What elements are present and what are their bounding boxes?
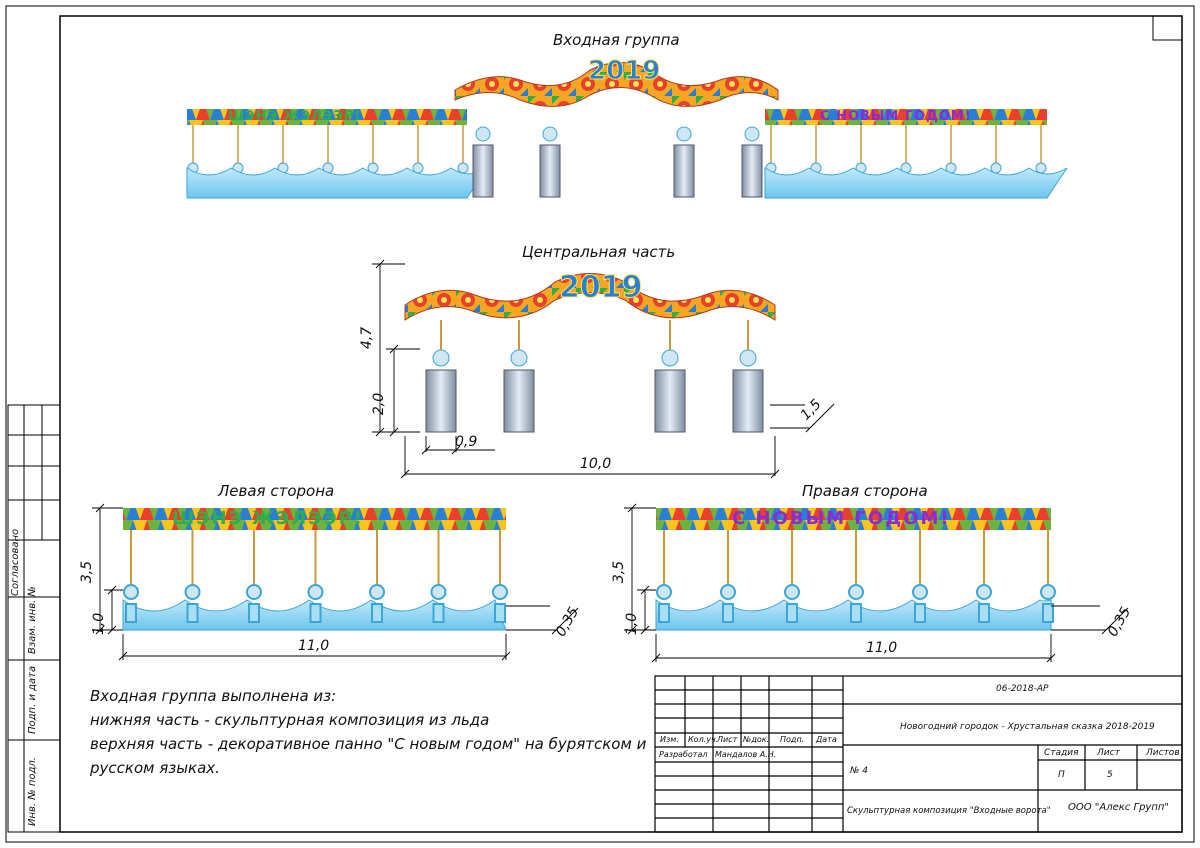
section-title-left: Левая сторона <box>218 482 335 500</box>
dim-column-height: 2,0 <box>371 392 388 416</box>
dim-central-width: 10,0 <box>580 456 612 472</box>
construction-note: Входная группа выполнена из: нижняя част… <box>90 684 646 780</box>
tb-sheet-label: Лист <box>1097 748 1120 758</box>
dim-column-width: 0,9 <box>455 434 478 450</box>
stamp-replaced-inv: Взам. инв. № <box>27 586 38 654</box>
dim-left-base-height: 1,0 <box>91 612 108 636</box>
central-part-drawing <box>372 259 835 479</box>
note-line: Входная группа выполнена из: <box>90 687 337 705</box>
tb-header-podp: Подп. <box>780 735 805 744</box>
tb-header-izm: Изм. <box>660 735 679 744</box>
stamp-sign-date: Подп. и дата <box>27 665 38 734</box>
dim-left-height: 3,5 <box>79 560 96 584</box>
central-year-label: 2019 <box>559 270 643 306</box>
note-line: русском языках. <box>90 759 220 777</box>
right-banner-text: С НОВЫМ ГОДОМ! <box>732 508 951 529</box>
section-title-entrance: Входная группа <box>553 31 680 49</box>
dim-right-base-height: 1,0 <box>624 612 641 636</box>
tb-header-list: Лист <box>717 735 738 744</box>
note-line: верхняя часть - декоративное панно "С но… <box>90 735 647 753</box>
tb-sheet-no: № 4 <box>850 766 868 776</box>
stamp-agreed: Согласовано <box>10 528 21 596</box>
dim-right-width: 11,0 <box>866 640 898 656</box>
tb-drawing-name: Скульптурная композиция "Входные ворота" <box>847 806 1051 816</box>
tb-stage-label: Стадия <box>1044 748 1079 758</box>
tb-header-data: Дата <box>816 735 837 744</box>
left-side-drawing <box>92 503 579 661</box>
stamp-inv-orig: Инв. № подл. <box>27 757 38 826</box>
section-title-central: Центральная часть <box>522 243 676 261</box>
tb-company: ООО "Алекс Групп" <box>1068 802 1170 813</box>
entrance-group-drawing <box>186 62 1068 199</box>
note-line: нижняя часть - скульптурная композиция и… <box>90 711 490 729</box>
tb-sheet-value: 5 <box>1107 770 1113 780</box>
tb-header-kolvo: Кол.уч. <box>688 735 719 744</box>
dim-right-height: 3,5 <box>611 560 628 584</box>
section-title-right: Правая сторона <box>802 482 928 500</box>
tb-stage-value: П <box>1058 770 1065 780</box>
tb-header-ndok: №док. <box>743 735 770 744</box>
tb-project: Новогодний городок - Хрустальная сказка … <box>900 722 1155 732</box>
dim-left-width: 11,0 <box>298 638 330 654</box>
tb-code: 06-2018-АР <box>996 684 1049 694</box>
entrance-year-label: 2019 <box>587 56 661 87</box>
tb-developer-name: Мандалов А.Н. <box>715 750 777 759</box>
tb-developer-label: Разработал <box>659 750 708 759</box>
left-banner-text: ШЭНЭ ЖЭЛЭЭР! <box>172 508 365 529</box>
dim-central-height: 4,7 <box>359 326 376 350</box>
tb-sheets-label: Листов <box>1146 748 1180 758</box>
entrance-left-banner-text: ШЭНЭ ЖЭЛЭЭР! <box>228 109 362 124</box>
entrance-right-banner-text: С НОВЫМ ГОДОМ! <box>820 109 972 124</box>
right-side-drawing <box>624 503 1129 663</box>
